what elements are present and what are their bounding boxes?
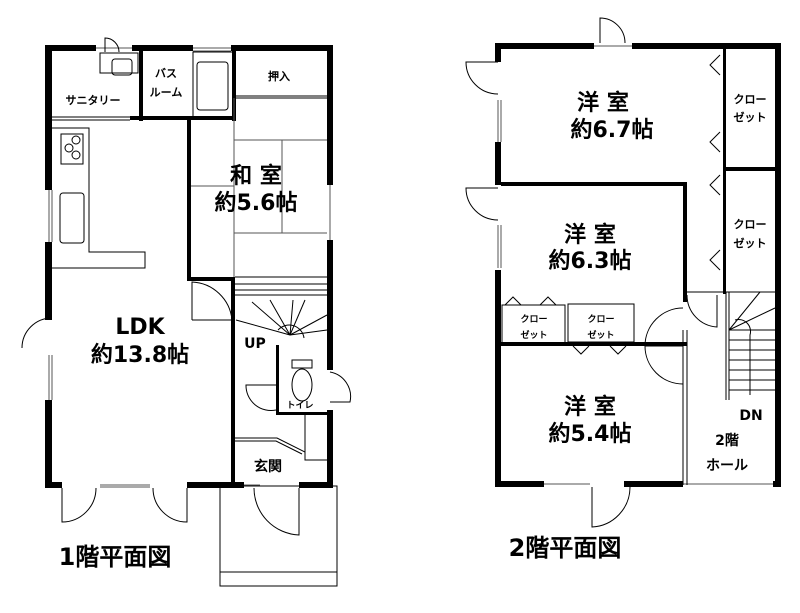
room-size-washitsu: 約5.6帖 — [215, 190, 298, 216]
closet-label-1b: ゼット — [734, 110, 767, 124]
room-label-bath-1: バス — [155, 67, 177, 80]
floor1-plan — [21, 37, 352, 587]
room2-label: 洋 室 — [564, 222, 616, 248]
closet-label-4b: ゼット — [587, 329, 614, 341]
room-label-washitsu: 和 室 — [230, 163, 282, 189]
room-label-sanitary: サニタリー — [66, 94, 121, 107]
floor2-title: 2階平面図 — [509, 534, 622, 562]
closet-label-2b: ゼット — [734, 236, 767, 250]
closet-label-2a: クロー — [734, 218, 767, 231]
room-label-bath-2: ルーム — [150, 86, 183, 99]
room3-label: 洋 室 — [564, 394, 616, 420]
hall-label-2: ホール — [706, 458, 748, 474]
room-label-toilet: トイレ — [286, 400, 313, 411]
room2-size: 約6.3帖 — [549, 248, 632, 274]
floor1-title: 1階平面図 — [59, 543, 172, 571]
hall-label-1: 2階 — [715, 432, 739, 449]
stair-down-label: DN — [739, 408, 762, 424]
room-label-ldk: LDK — [115, 315, 165, 340]
closet-label-4a: クロー — [587, 314, 614, 325]
room-size-ldk: 約13.8帖 — [91, 342, 189, 368]
room-label-oshiire: 押入 — [268, 69, 290, 83]
closet-label-1a: クロー — [734, 93, 767, 106]
room-label-genkan: 玄関 — [254, 458, 282, 475]
room3-size: 約5.4帖 — [549, 421, 632, 447]
room1-size: 約6.7帖 — [571, 117, 654, 143]
floor2-plan — [465, 17, 781, 528]
room1-label: 洋 室 — [577, 90, 629, 116]
stair-up-label: UP — [244, 336, 266, 352]
closet-label-3a: クロー — [520, 314, 547, 325]
closet-label-3b: ゼット — [520, 329, 547, 341]
